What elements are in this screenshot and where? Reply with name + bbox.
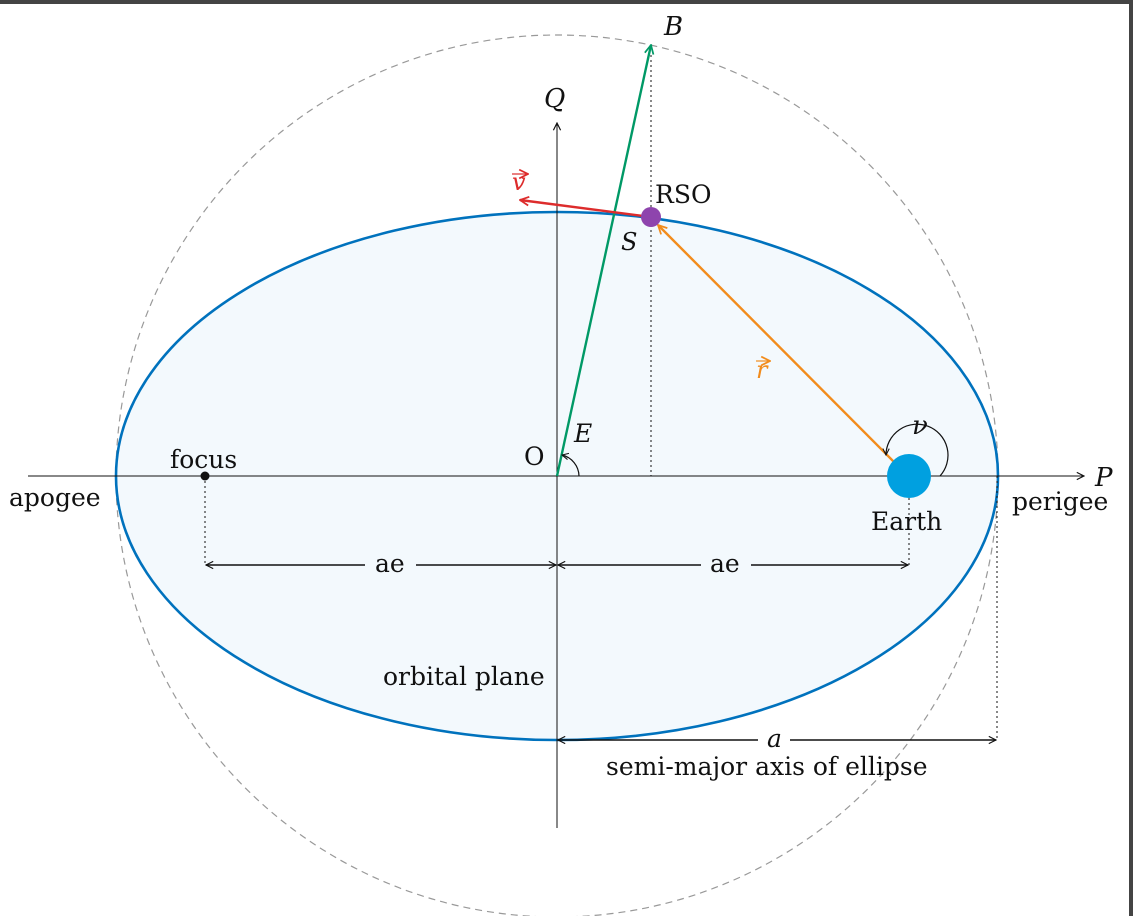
label-q: Q <box>544 84 565 114</box>
label-r: r <box>756 356 769 384</box>
label-semi-major-axis: semi-major axis of ellipse <box>606 752 928 781</box>
label-rso: RSO <box>655 180 711 209</box>
focus-icon <box>200 471 210 481</box>
angle-e-arc <box>562 455 580 477</box>
label-v: v <box>512 168 526 196</box>
label-o: O <box>524 442 545 471</box>
label-e: E <box>573 419 592 448</box>
label-b: B <box>663 12 683 42</box>
earth-icon <box>887 454 931 498</box>
label-s: S <box>621 228 637 256</box>
label-orbital-plane: orbital plane <box>383 662 545 691</box>
vector-ob <box>555 45 651 477</box>
velocity-vector-v <box>520 200 652 219</box>
label-a: a <box>767 724 782 753</box>
label-apogee: apogee <box>9 483 101 512</box>
label-ae-left: ae <box>375 549 405 578</box>
angle-nu-arc <box>886 423 949 477</box>
rso-icon <box>641 207 661 227</box>
window-top-border <box>0 0 1133 4</box>
label-focus: focus <box>170 445 237 474</box>
position-vector-r <box>658 225 895 463</box>
label-perigee: perigee <box>1012 487 1108 516</box>
label-ae-right: ae <box>710 549 740 578</box>
label-p: P <box>1094 463 1113 493</box>
label-earth: Earth <box>871 507 942 536</box>
window-right-border <box>1129 0 1133 916</box>
label-nu: ν <box>912 411 928 441</box>
